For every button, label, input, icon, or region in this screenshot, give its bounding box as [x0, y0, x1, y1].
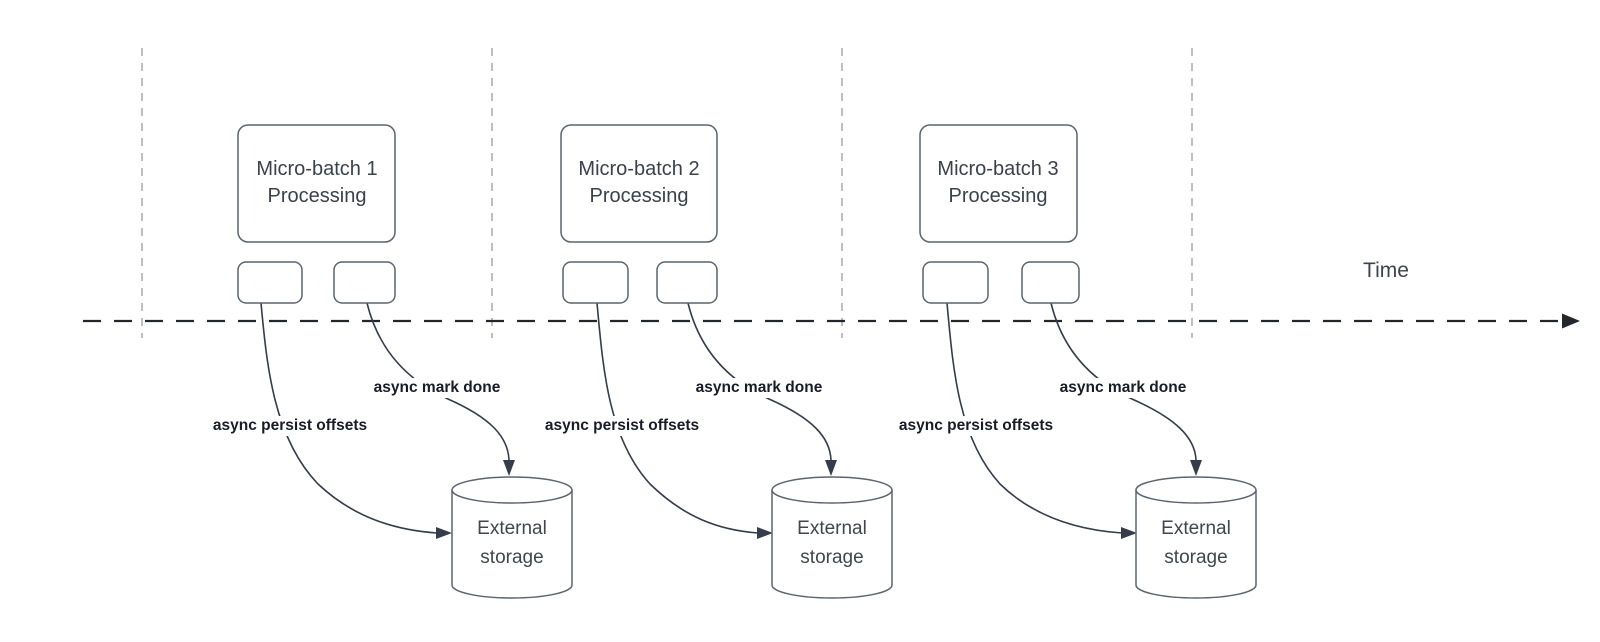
microbatch-box-label-2: Micro-batch 2 Processing: [578, 156, 699, 210]
storage-name-2: storage: [480, 547, 544, 568]
persist-offsets-label-3: async persist offsets: [895, 416, 1057, 436]
mark-done-label-1: async mark done: [370, 378, 504, 398]
microbatch-subtitle: Processing: [589, 185, 689, 207]
microbatch-box-label-1: Micro-batch 1 Processing: [256, 156, 377, 210]
mark-done-label-3: async mark done: [1056, 378, 1190, 398]
storage-cylinder-top-3: [1135, 476, 1257, 504]
storage-cylinder-body-3: [1135, 490, 1257, 599]
microbatch-name: Micro-batch 3: [937, 158, 1059, 180]
persist-offsets-arrow-2: [596, 302, 759, 534]
microbatch-box-2: [560, 124, 718, 243]
microbatch-name: Micro-batch 1: [256, 158, 378, 180]
microbatch-box-1: [237, 124, 396, 243]
microbatch-box-label-3: Micro-batch 3 Processing: [937, 156, 1058, 210]
storage-name: External: [1161, 518, 1231, 539]
microbatch-name: Micro-batch 2: [578, 158, 700, 180]
done-arrowhead-icon-3: [1190, 460, 1202, 476]
mark-done-label-2: async mark done: [692, 378, 826, 398]
time-axis-arrowhead-icon: [1562, 313, 1580, 329]
mark-done-arrow-2: [687, 302, 832, 461]
mark-done-arrow-3: [1050, 302, 1197, 461]
storage-cylinder-body-1: [451, 490, 573, 599]
done-arrowhead-icon-2: [825, 460, 837, 476]
task-box-2b: [656, 261, 718, 304]
storage-name: External: [477, 518, 547, 539]
task-box-3a: [922, 261, 989, 304]
mark-done-arrow-1: [366, 302, 510, 461]
persist-offsets-label-2: async persist offsets: [541, 416, 703, 436]
storage-cylinder-body-2: [771, 490, 893, 599]
storage-name-2: storage: [800, 547, 864, 568]
storage-name: External: [797, 518, 867, 539]
time-axis-label: Time: [1363, 259, 1409, 282]
microbatch-box-3: [919, 124, 1078, 243]
persist-arrowhead-icon-1: [436, 527, 452, 539]
task-box-1b: [333, 261, 396, 304]
storage-cylinder-label-2: External storage: [797, 514, 867, 572]
microbatch-subtitle: Processing: [267, 185, 367, 207]
done-arrowhead-icon-1: [503, 460, 515, 476]
persist-offsets-arrow-1: [260, 302, 438, 534]
persist-arrowhead-icon-3: [1121, 527, 1137, 539]
storage-cylinder-top-2: [771, 476, 893, 504]
task-box-3b: [1021, 261, 1080, 304]
microbatch-subtitle: Processing: [948, 185, 1048, 207]
storage-cylinder-top-1: [451, 476, 573, 504]
storage-name-2: storage: [1164, 547, 1228, 568]
storage-cylinder-label-1: External storage: [477, 514, 547, 572]
persist-offsets-label-1: async persist offsets: [209, 416, 371, 436]
task-box-1a: [237, 261, 303, 304]
persist-offsets-arrow-3: [946, 302, 1123, 534]
persist-arrowhead-icon-2: [757, 527, 773, 539]
task-box-2a: [562, 261, 629, 304]
storage-cylinder-label-3: External storage: [1161, 514, 1231, 572]
